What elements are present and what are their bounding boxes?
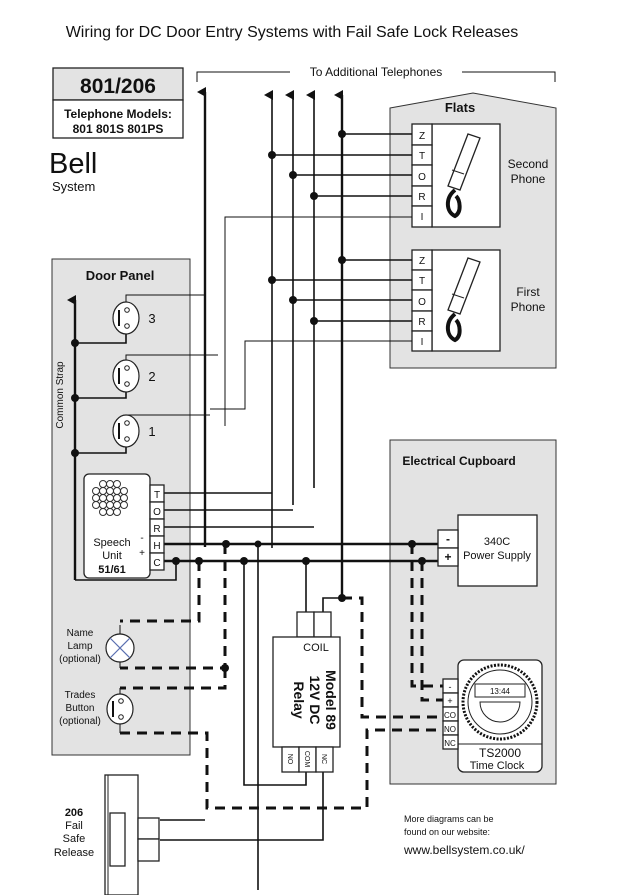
speaker-grille-icon — [92, 480, 128, 516]
time-clock: 13:44 TS2000 Time Clock - + CO NO NC — [442, 659, 543, 773]
svg-text:R: R — [418, 192, 425, 203]
relay-terminals: NO COM NC — [281, 746, 334, 773]
svg-text:O: O — [153, 507, 161, 518]
svg-text:Release: Release — [54, 847, 94, 859]
svg-text:T: T — [154, 490, 160, 501]
svg-text:R: R — [153, 524, 160, 535]
timer-dial-icon — [461, 663, 539, 741]
flats-panel: Flats Z T O R I Second Phone Z — [389, 92, 557, 369]
diagram-title: Wiring for DC Door Entry Systems with Fa… — [66, 24, 519, 41]
svg-text:Phone: Phone — [511, 300, 546, 314]
time-clock-terminals: - + CO NO NC — [442, 678, 459, 750]
cupboard-title: Electrical Cupboard — [402, 454, 515, 468]
svg-text:R: R — [418, 317, 425, 328]
svg-text:CO: CO — [444, 711, 456, 720]
svg-text:Fail: Fail — [65, 820, 83, 832]
relay: COIL Model 89 12V DC Relay NO COM NC — [272, 611, 341, 773]
call-button-1: 1 — [112, 414, 156, 448]
speech-unit-terminals: T O R H C — [149, 484, 165, 571]
svg-text:Z: Z — [419, 131, 425, 142]
svg-text:Z: Z — [419, 256, 425, 267]
svg-text:(optional): (optional) — [59, 654, 101, 665]
handset-icon — [445, 257, 481, 343]
brand-logo: Bell — [49, 148, 97, 180]
svg-text:Unit: Unit — [102, 550, 122, 562]
relay-model: Model 89 — [323, 670, 339, 730]
svg-text:12V DC: 12V DC — [307, 675, 323, 724]
footer-line-1: More diagrams can be — [404, 814, 494, 824]
first-phone-label: First — [516, 285, 540, 299]
svg-text:NC: NC — [320, 754, 327, 764]
svg-text:H: H — [153, 541, 160, 552]
call-button-2: 2 — [112, 359, 156, 393]
first-phone-terminals: Z T O R I — [411, 249, 433, 352]
button-2-label: 2 — [148, 369, 155, 384]
first-phone: Z T O R I First Phone — [411, 249, 546, 352]
svg-text:Relay: Relay — [291, 681, 307, 719]
footer: More diagrams can be found on our websit… — [403, 814, 525, 857]
svg-text:-: - — [140, 533, 143, 544]
second-phone-label: Second — [508, 157, 549, 171]
name-lamp-label: Name — [67, 628, 94, 639]
flats-title: Flats — [445, 100, 475, 115]
svg-text:C: C — [153, 558, 160, 569]
relay-coil-label: COIL — [303, 642, 329, 654]
svg-text:T: T — [419, 151, 425, 162]
svg-text:-: - — [446, 532, 450, 546]
svg-text:+: + — [447, 696, 452, 706]
trades-button-label: Trades — [65, 690, 96, 701]
svg-text:NO: NO — [286, 754, 293, 765]
door-panel-title: Door Panel — [86, 268, 155, 283]
second-phone: Z T O R I Second Phone — [411, 123, 549, 228]
svg-text:NC: NC — [444, 739, 456, 748]
svg-text:O: O — [418, 297, 426, 308]
model-code: 801/206 — [80, 75, 156, 98]
brand-sub: System — [52, 179, 95, 194]
svg-text:+: + — [139, 548, 145, 559]
svg-text:T: T — [419, 276, 425, 287]
svg-text:O: O — [418, 172, 426, 183]
svg-text:Safe: Safe — [63, 833, 86, 845]
additional-telephones-bracket: To Additional Telephones — [196, 65, 556, 82]
junction-dots — [71, 130, 426, 672]
website-link[interactable]: www.bellsystem.co.uk/ — [403, 843, 525, 857]
svg-text:I: I — [421, 212, 424, 223]
svg-text:I: I — [421, 337, 424, 348]
svg-text:+: + — [444, 550, 451, 564]
svg-text:Button: Button — [66, 703, 95, 714]
speech-unit-model: 51/61 — [98, 564, 126, 576]
additional-telephones-label: To Additional Telephones — [310, 65, 443, 79]
psu-model: 340C — [484, 536, 510, 548]
svg-text:Lamp: Lamp — [67, 641, 92, 652]
speech-unit: Speech Unit 51/61 - + T O R H C — [83, 473, 165, 579]
button-1-label: 1 — [148, 424, 155, 439]
svg-text:COM: COM — [303, 751, 310, 768]
timer-name: Time Clock — [470, 760, 525, 772]
trades-button: Trades Button (optional) — [59, 688, 134, 733]
models-label: Telephone Models: — [64, 107, 172, 121]
speech-unit-label: Speech — [93, 537, 130, 549]
svg-text:-: - — [449, 682, 452, 692]
fail-safe-release: 206 Fail Safe Release — [54, 774, 160, 895]
second-phone-terminals: Z T O R I — [411, 123, 433, 228]
release-model: 206 — [65, 807, 83, 819]
timer-model: TS2000 — [479, 746, 521, 760]
timer-display: 13:44 — [490, 687, 511, 696]
svg-text:(optional): (optional) — [59, 716, 101, 727]
models-list: 801 801S 801PS — [73, 122, 164, 136]
name-lamp: Name Lamp (optional) — [59, 625, 135, 668]
model-box: 801/206 Telephone Models: 801 801S 801PS — [52, 67, 184, 139]
psu-name: Power Supply — [463, 550, 531, 562]
svg-text:Phone: Phone — [511, 172, 546, 186]
button-3-label: 3 — [148, 311, 155, 326]
handset-icon — [445, 133, 481, 219]
svg-text:NO: NO — [444, 725, 456, 734]
footer-line-2: found on our website: — [404, 827, 490, 837]
call-button-3: 3 — [112, 301, 156, 335]
common-strap-label: Common Strap — [55, 361, 66, 429]
power-supply: - + 340C Power Supply — [437, 514, 538, 587]
